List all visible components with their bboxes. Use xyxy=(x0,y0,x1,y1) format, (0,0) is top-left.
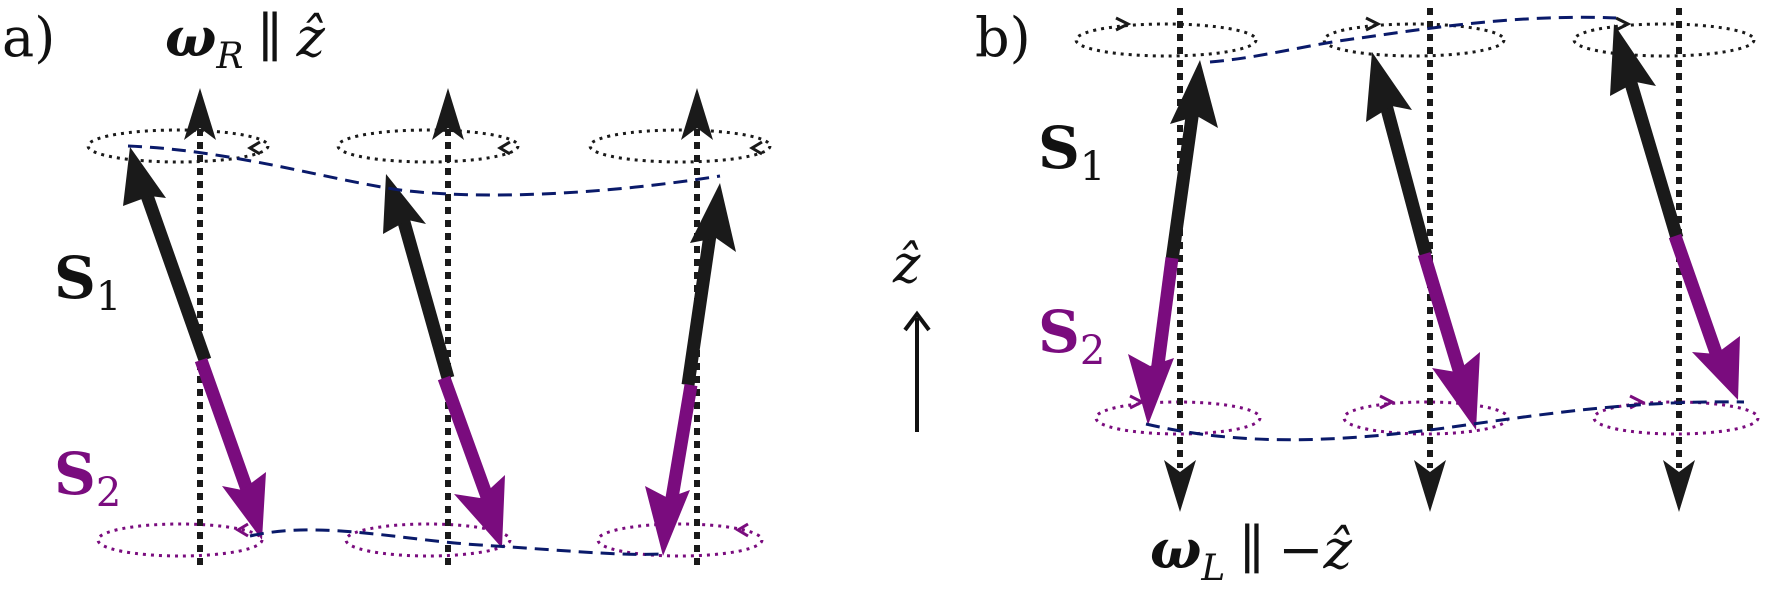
spin2-subscript-a: 2 xyxy=(96,470,121,516)
spin1-arrowhead-b1 xyxy=(1170,60,1218,128)
omega-l-parallel: ∥ xyxy=(1239,518,1264,581)
spin1-arrowhead-3 xyxy=(690,183,736,252)
omega-l-label: ωL ∥−ẑ xyxy=(1150,517,1353,589)
panel-b: b) xyxy=(975,6,1760,589)
axis-arrowhead-b1 xyxy=(1164,460,1196,512)
spin1-arrowhead-1 xyxy=(123,147,166,206)
precession-circle-top-3 xyxy=(588,128,772,164)
spin2-arrowhead-1 xyxy=(222,472,266,540)
trajectory-bottom xyxy=(249,528,663,556)
spin2-arrow-shaft-3 xyxy=(663,383,698,512)
spin2-arrow-shaft-b1 xyxy=(1149,257,1179,381)
spin1-arrow-shaft-1 xyxy=(138,187,212,363)
direction-chevron-top-2 xyxy=(497,140,511,156)
spin2-label-b: S2 xyxy=(1038,298,1105,374)
precession-circle-bottom-2 xyxy=(344,522,512,558)
precession-circle-top-b1 xyxy=(1074,22,1258,58)
direction-chevron-bottom-3 xyxy=(735,522,749,538)
precession-circle-bottom-3 xyxy=(596,522,764,558)
axis-arrowhead-b2 xyxy=(1414,460,1446,512)
omega-l-subscript: L xyxy=(1200,548,1225,589)
spin1-label-a: S1 xyxy=(54,244,121,320)
direction-chevron-bottom-b2 xyxy=(1379,394,1396,410)
omega-r-label: ωR ∥ẑ xyxy=(165,5,325,77)
spin2-arrowhead-3 xyxy=(645,486,690,556)
spin1-arrowhead-b2 xyxy=(1366,52,1412,122)
trajectory-bottom-b xyxy=(1145,400,1745,442)
precession-circle-top-2 xyxy=(336,128,520,164)
spin2-subscript-b: 2 xyxy=(1080,328,1105,374)
spin2-arrowhead-b3 xyxy=(1692,336,1740,400)
spin1-arrow-shaft-3 xyxy=(681,234,717,386)
omega-r-parallel: ∥ xyxy=(258,6,283,69)
omega-l-direction: −ẑ xyxy=(1278,518,1352,581)
spin1-subscript-b: 1 xyxy=(1080,144,1105,190)
axis-arrowhead-1 xyxy=(184,88,216,140)
trajectory-top xyxy=(127,144,721,197)
omega-r-direction: ẑ xyxy=(295,6,325,69)
omega-r-subscript: R xyxy=(215,36,243,77)
spin2-arrowhead-b1 xyxy=(1128,354,1174,425)
direction-chevron-top-b3 xyxy=(1615,16,1632,32)
axis-arrowhead-b3 xyxy=(1663,460,1695,512)
center-z-axis: ẑ xyxy=(892,235,931,432)
spin1-subscript-a: 1 xyxy=(96,274,121,320)
spin1-arrow-shaft-2 xyxy=(395,213,455,380)
spin2-label-a: S2 xyxy=(54,440,121,516)
precession-circle-top-b3 xyxy=(1572,22,1756,58)
axis-arrowhead-2 xyxy=(432,88,464,140)
spin1-arrow-shaft-b2 xyxy=(1379,103,1433,257)
precession-circle-top-1 xyxy=(86,128,270,164)
spin1-label-b: S1 xyxy=(1038,114,1105,190)
precession-circle-bottom-b2 xyxy=(1342,400,1510,436)
spin2-arrow-shaft-b2 xyxy=(1417,252,1469,382)
spin2-arrow-shaft-2 xyxy=(437,375,497,508)
axis-arrowhead-3 xyxy=(681,88,713,140)
direction-chevron-top-3 xyxy=(749,140,763,156)
direction-chevron-top-b2 xyxy=(1365,16,1382,32)
spin1-arrowhead-b3 xyxy=(1610,24,1656,96)
spin2-symbol-a: S xyxy=(54,440,96,508)
panel-a-label: a) xyxy=(2,6,55,69)
spin2-arrowhead-b2 xyxy=(1432,352,1480,430)
spin1-symbol-b: S xyxy=(1038,114,1080,182)
trajectory-top-b xyxy=(1209,15,1617,64)
omega-r-symbol: ω xyxy=(165,5,216,69)
omega-l-symbol: ω xyxy=(1150,517,1201,581)
spin1-symbol-a: S xyxy=(54,244,96,312)
spin2-symbol-b: S xyxy=(1038,298,1080,366)
precession-circle-top-b2 xyxy=(1322,22,1506,58)
spin1-arrow-shaft-b3 xyxy=(1623,78,1684,240)
spin2-arrow-shaft-b3 xyxy=(1668,233,1729,373)
direction-chevron-top-1 xyxy=(247,140,261,156)
direction-chevron-top-b1 xyxy=(1115,16,1132,32)
panel-b-label: b) xyxy=(975,6,1031,69)
spin2-arrowhead-2 xyxy=(454,475,505,548)
direction-chevron-bottom-1 xyxy=(235,522,249,538)
z-axis-arrowhead xyxy=(903,310,931,332)
direction-chevron-bottom-b1 xyxy=(1129,394,1146,410)
spin1-arrow-shaft-b1 xyxy=(1165,109,1200,261)
z-axis-label: ẑ xyxy=(892,235,921,295)
spin2-arrow-shaft-1 xyxy=(194,357,257,501)
panel-a: a) ωR ∥ẑ xyxy=(2,5,772,565)
